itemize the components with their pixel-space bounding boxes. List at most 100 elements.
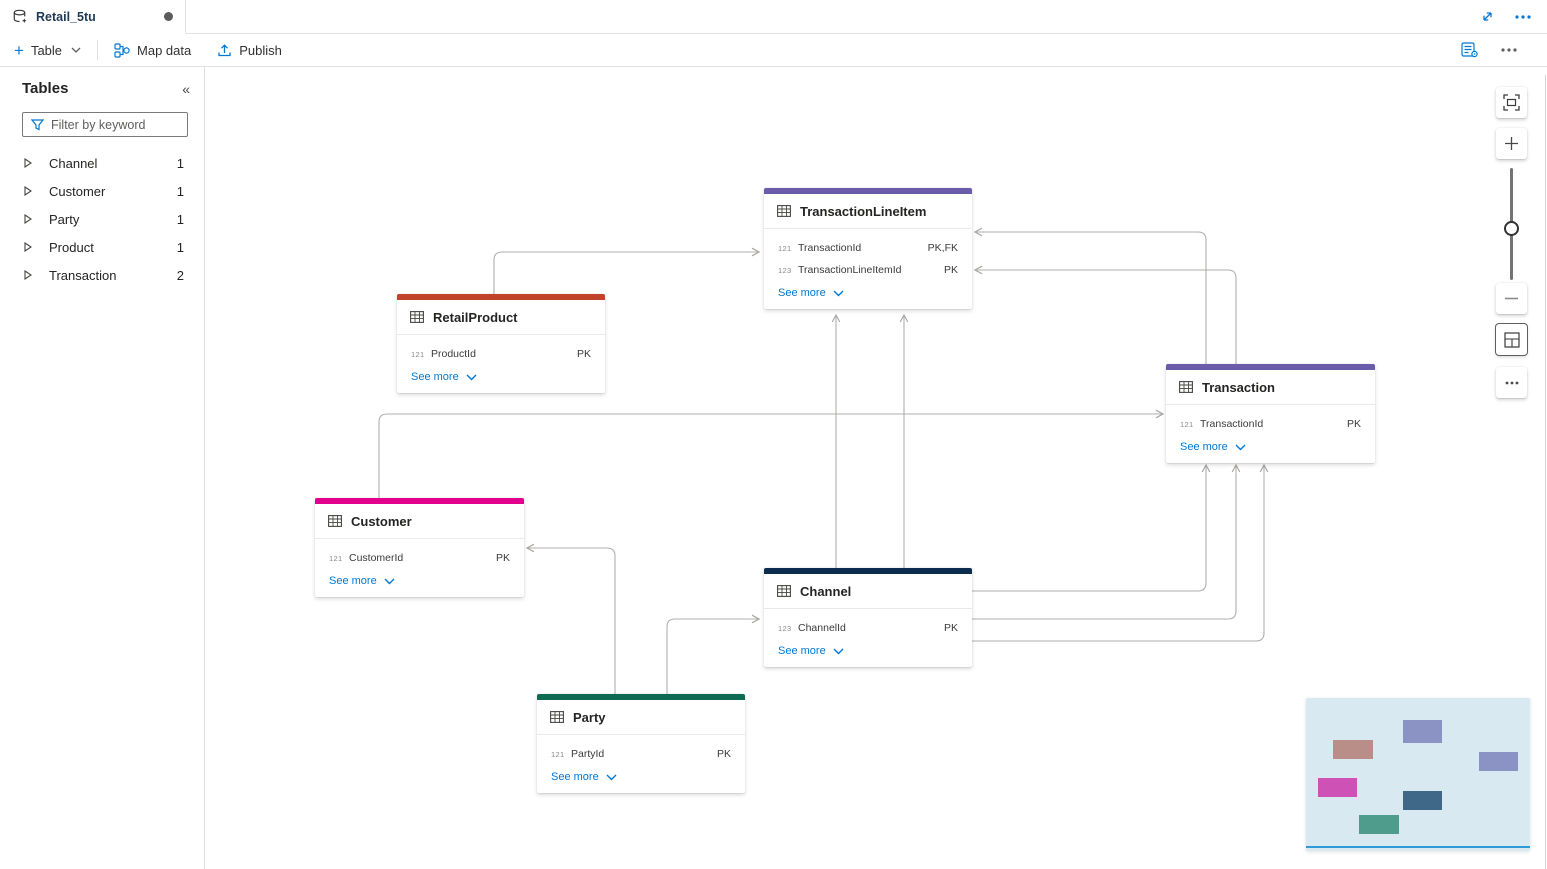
see-more-link[interactable]: See more bbox=[537, 765, 745, 793]
sidebar-item-label: Product bbox=[49, 239, 94, 255]
chevron-right-icon[interactable] bbox=[24, 270, 32, 280]
tab-title: Retail_5tu bbox=[36, 9, 96, 24]
fit-to-screen-icon bbox=[1503, 94, 1520, 111]
map-data-button[interactable]: Map data bbox=[114, 43, 191, 58]
canvas-scrollbar[interactable] bbox=[1545, 75, 1546, 869]
entity-title: Transaction bbox=[1202, 379, 1275, 395]
minus-icon bbox=[1505, 297, 1518, 300]
table-grid-icon bbox=[1179, 381, 1193, 393]
zoom-slider-thumb[interactable] bbox=[1504, 221, 1519, 236]
toggle-minimap-button[interactable] bbox=[1495, 323, 1528, 356]
entity-color-bar bbox=[764, 568, 972, 574]
see-more-label: See more bbox=[778, 287, 826, 299]
minimap-rect-channel bbox=[1403, 791, 1442, 810]
entity-field-row[interactable]: 121 TransactionId PK,FK bbox=[764, 237, 972, 259]
see-more-link[interactable]: See more bbox=[764, 639, 972, 667]
collapse-sidebar-icon[interactable]: « bbox=[182, 80, 190, 97]
entity-card-customer[interactable]: Customer 121 CustomerId PK See more bbox=[315, 498, 524, 597]
entity-card-transaction[interactable]: Transaction 121 TransactionId PK See mor… bbox=[1166, 364, 1375, 463]
entity-color-bar bbox=[1166, 364, 1375, 370]
connector-channel-to-transaction-3[interactable] bbox=[972, 463, 1269, 642]
table-grid-icon bbox=[550, 711, 564, 723]
entity-field-row[interactable]: 121 ProductId PK bbox=[397, 343, 605, 365]
zoom-in-button[interactable] bbox=[1496, 128, 1527, 159]
field-key-badge: PK bbox=[716, 748, 731, 760]
table-grid-icon bbox=[410, 311, 424, 323]
connector-party-to-customer[interactable] bbox=[525, 543, 616, 694]
chevron-right-icon[interactable] bbox=[24, 158, 32, 168]
sidebar-item-label: Channel bbox=[49, 155, 98, 171]
chevron-down-icon bbox=[606, 774, 617, 780]
chevron-right-icon[interactable] bbox=[24, 242, 32, 252]
sidebar-item-count: 1 bbox=[176, 183, 184, 199]
see-more-link[interactable]: See more bbox=[315, 569, 524, 597]
add-table-button[interactable]: + Table bbox=[14, 42, 81, 59]
entity-field-row[interactable]: 121 CustomerId PK bbox=[315, 547, 524, 569]
plus-icon bbox=[1505, 137, 1518, 150]
chevron-down-icon bbox=[384, 578, 395, 584]
minimap-icon bbox=[1503, 331, 1520, 348]
connector-transaction-to-transactionlineitem-2[interactable] bbox=[973, 265, 1237, 364]
connector-party-to-channel[interactable] bbox=[666, 614, 761, 694]
entity-card-transactionlineitem[interactable]: TransactionLineItem 121 TransactionId PK… bbox=[764, 188, 972, 309]
sidebar-item-customer[interactable]: Customer 1 bbox=[0, 177, 204, 205]
see-more-link[interactable]: See more bbox=[1166, 435, 1375, 463]
field-key-badge: PK,FK bbox=[927, 242, 958, 254]
see-more-link[interactable]: See more bbox=[397, 365, 605, 393]
entity-card-party[interactable]: Party 121 PartyId PK See more bbox=[537, 694, 745, 793]
sidebar-item-transaction[interactable]: Transaction 2 bbox=[0, 261, 204, 289]
sidebar-item-count: 1 bbox=[176, 239, 184, 255]
chevron-right-icon[interactable] bbox=[24, 186, 32, 196]
connector-transaction-to-transactionlineitem-1[interactable] bbox=[973, 227, 1207, 364]
minimap-rect-transaction bbox=[1479, 752, 1518, 771]
number-type-icon: 121 bbox=[329, 553, 343, 563]
see-more-link[interactable]: See more bbox=[764, 281, 972, 309]
unsaved-changes-dot bbox=[164, 12, 173, 21]
entity-card-channel[interactable]: Channel 123 ChannelId PK See more bbox=[764, 568, 972, 667]
chevron-down-icon bbox=[1235, 444, 1246, 450]
minimap-panel[interactable] bbox=[1306, 698, 1530, 851]
connector-retailproduct-to-transactionlineitem[interactable] bbox=[493, 247, 761, 294]
sidebar-item-label: Party bbox=[49, 211, 80, 227]
see-more-label: See more bbox=[551, 771, 599, 783]
entity-card-retailproduct[interactable]: RetailProduct 121 ProductId PK See more bbox=[397, 294, 605, 393]
filter-input[interactable] bbox=[51, 117, 171, 132]
entity-field-row[interactable]: 121 PartyId PK bbox=[537, 743, 745, 765]
entity-color-bar bbox=[537, 694, 745, 700]
map-data-label: Map data bbox=[137, 42, 192, 58]
filter-icon bbox=[31, 118, 44, 130]
field-key-badge: PK bbox=[1346, 418, 1361, 430]
canvas-more-button[interactable] bbox=[1496, 367, 1527, 398]
plus-icon: + bbox=[14, 40, 24, 60]
number-type-icon: 123 bbox=[778, 623, 792, 633]
sidebar-item-label: Transaction bbox=[49, 267, 117, 283]
field-key-badge: PK bbox=[943, 622, 958, 634]
sidebar-item-count: 1 bbox=[176, 155, 184, 171]
sidebar-item-party[interactable]: Party 1 bbox=[0, 205, 204, 233]
diagram-canvas[interactable]: TransactionLineItem 121 TransactionId PK… bbox=[205, 67, 1547, 869]
properties-icon[interactable] bbox=[1461, 42, 1479, 58]
tab-actions bbox=[1480, 0, 1547, 33]
tab-retail-5tu[interactable]: Retail_5tu bbox=[0, 0, 186, 34]
zoom-out-button[interactable] bbox=[1496, 283, 1527, 314]
sidebar-item-channel[interactable]: Channel 1 bbox=[0, 149, 204, 177]
connector-channel-to-transaction-1[interactable] bbox=[972, 463, 1211, 592]
tab-more-icon[interactable] bbox=[1515, 14, 1531, 19]
publish-button[interactable]: Publish bbox=[217, 43, 282, 58]
expand-icon[interactable] bbox=[1480, 9, 1495, 24]
entity-field-row[interactable]: 123 ChannelId PK bbox=[764, 617, 972, 639]
minimap-rect-party bbox=[1359, 815, 1399, 834]
entity-field-row[interactable]: 123 TransactionLineItemId PK bbox=[764, 259, 972, 281]
chevron-down-icon bbox=[833, 648, 844, 654]
toolbar-more-icon[interactable] bbox=[1501, 48, 1517, 52]
connector-customer-to-transaction[interactable] bbox=[378, 409, 1165, 498]
sidebar-item-count: 2 bbox=[176, 267, 184, 283]
connector-channel-to-transaction-2[interactable] bbox=[972, 463, 1241, 620]
sidebar-item-product[interactable]: Product 1 bbox=[0, 233, 204, 261]
entity-field-row[interactable]: 121 TransactionId PK bbox=[1166, 413, 1375, 435]
publish-label: Publish bbox=[239, 42, 282, 58]
chevron-right-icon[interactable] bbox=[24, 214, 32, 224]
filter-box[interactable] bbox=[22, 112, 188, 137]
publish-icon bbox=[218, 43, 231, 56]
fit-to-screen-button[interactable] bbox=[1496, 87, 1527, 118]
